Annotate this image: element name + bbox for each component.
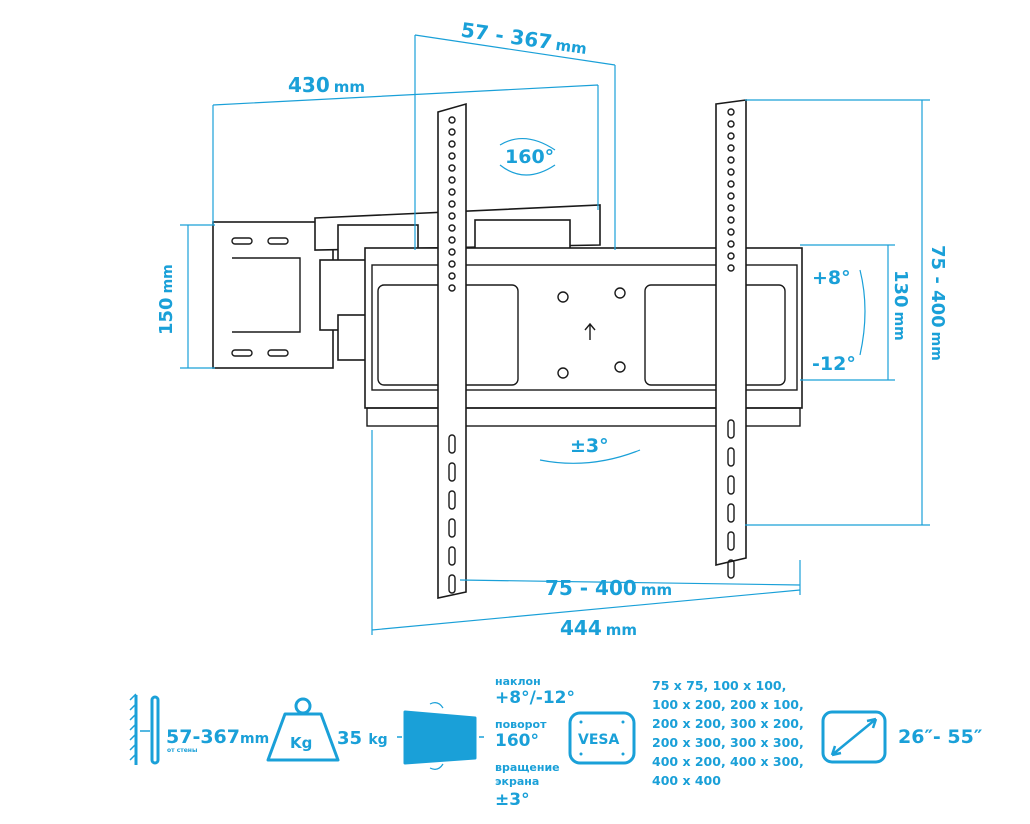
wall-plate bbox=[212, 221, 334, 369]
vesa-size-line: 100 x 200, 200 x 100, bbox=[652, 697, 804, 712]
rail-slot bbox=[448, 434, 456, 454]
rail-hole bbox=[727, 120, 735, 128]
vesa-size-line: 400 x 400 bbox=[652, 773, 721, 788]
rail-hole bbox=[448, 224, 456, 232]
rail-hole bbox=[448, 152, 456, 160]
rail-hole bbox=[727, 216, 735, 224]
max-load: 35 kg bbox=[337, 728, 388, 749]
tilt-label: наклон bbox=[495, 675, 541, 688]
dim-tv-plate-height: 130mm bbox=[890, 270, 911, 341]
swivel-value: 160° bbox=[495, 731, 539, 751]
vertical-rails bbox=[437, 99, 747, 599]
weight-icon bbox=[266, 697, 340, 762]
rail-hole bbox=[727, 240, 735, 248]
rail-hole bbox=[448, 236, 456, 244]
rail-hole bbox=[448, 176, 456, 184]
rail-slot bbox=[448, 518, 456, 538]
rail-hole bbox=[448, 128, 456, 136]
wall-distance: 57-367mm bbox=[166, 726, 270, 748]
angle-tilt-up: +8° bbox=[812, 267, 851, 289]
dimension-lines bbox=[180, 34, 930, 635]
rail-slot bbox=[448, 546, 456, 566]
angle-tilt-down: -12° bbox=[812, 353, 856, 375]
rail-slot bbox=[727, 419, 735, 439]
rail-hole bbox=[727, 168, 735, 176]
rail-hole bbox=[727, 180, 735, 188]
rotation-label: вращение экрана bbox=[495, 761, 560, 788]
vesa-size-line: 75 x 75, 100 x 100, bbox=[652, 678, 787, 693]
rail-hole bbox=[448, 140, 456, 148]
rail-hole bbox=[448, 188, 456, 196]
angle-rotation: ±3° bbox=[570, 435, 609, 457]
wall-distance-caption: от стены bbox=[167, 747, 198, 754]
dim-depth-range: 57 - 367mm bbox=[459, 18, 588, 59]
vesa-label: VESA bbox=[578, 732, 619, 748]
screen-rotation-icon bbox=[397, 702, 484, 770]
rail-hole bbox=[448, 260, 456, 268]
rail-hole bbox=[448, 284, 456, 292]
rail-hole bbox=[727, 264, 735, 272]
screen-size-icon bbox=[821, 710, 887, 764]
rail-hole bbox=[448, 116, 456, 124]
rail-hole bbox=[727, 228, 735, 236]
tilt-value: +8°/-12° bbox=[495, 688, 575, 708]
rail-hole bbox=[727, 192, 735, 200]
rail-hole bbox=[448, 200, 456, 208]
vesa-size-line: 200 x 300, 300 x 300, bbox=[652, 735, 804, 750]
rail-hole bbox=[448, 248, 456, 256]
rail-hole bbox=[727, 144, 735, 152]
rail-hole bbox=[727, 156, 735, 164]
vesa-size-line: 400 x 200, 400 x 300, bbox=[652, 754, 804, 769]
rail-slot bbox=[727, 559, 735, 579]
rail-slot bbox=[448, 574, 456, 594]
dim-wall-plate-height: 150mm bbox=[156, 264, 177, 335]
weight-icon-label: Kg bbox=[290, 734, 312, 752]
angle-swivel: 160° bbox=[505, 146, 554, 168]
rail-slot bbox=[727, 531, 735, 551]
rail-hole bbox=[727, 108, 735, 116]
dim-vesa-vertical: 75 - 400mm bbox=[927, 245, 948, 361]
vesa-sizes-list: 75 x 75, 100 x 100, 100 x 200, 200 x 100,… bbox=[652, 676, 804, 790]
rail-slot bbox=[448, 490, 456, 510]
vesa-size-line: 200 x 200, 300 x 200, bbox=[652, 716, 804, 731]
rail-hole bbox=[727, 132, 735, 140]
rail-slot bbox=[727, 503, 735, 523]
rail-hole bbox=[448, 164, 456, 172]
rail-slot bbox=[727, 475, 735, 495]
swivel-label: поворот bbox=[495, 718, 547, 731]
screen-size: 26″- 55″ bbox=[898, 726, 983, 748]
rail-slot bbox=[727, 447, 735, 467]
rotation-value: ±3° bbox=[495, 790, 530, 810]
rail-hole bbox=[727, 252, 735, 260]
rail-slot bbox=[448, 462, 456, 482]
wall-distance-icon bbox=[129, 693, 160, 765]
rail-hole bbox=[448, 272, 456, 280]
vesa-icon: VESA bbox=[568, 711, 636, 765]
rail-hole bbox=[448, 212, 456, 220]
rail-hole bbox=[727, 204, 735, 212]
